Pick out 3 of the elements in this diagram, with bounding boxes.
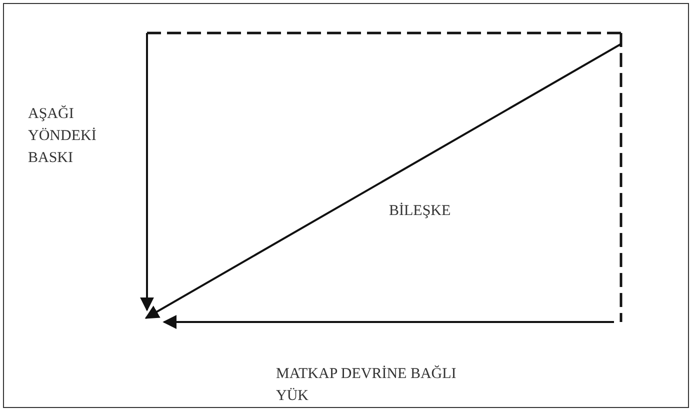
- force-label: AŞAĞI YÖNDEKİ BASKI: [28, 104, 98, 168]
- force-label: BİLEŞKE: [389, 202, 452, 221]
- force-label: MATKAP DEVRİNE BAĞLI YÜK: [276, 364, 458, 406]
